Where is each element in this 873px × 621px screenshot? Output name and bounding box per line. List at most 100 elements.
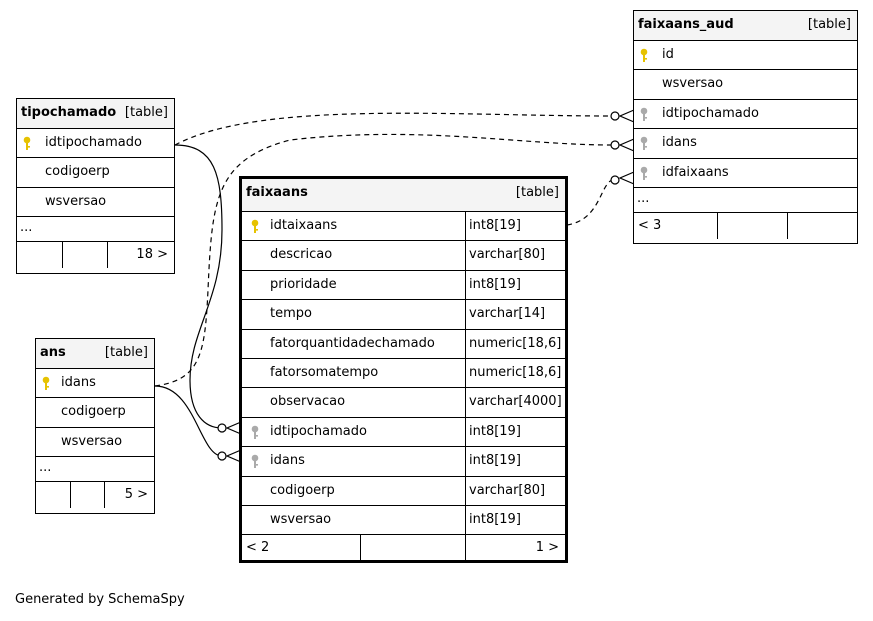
foreign-key-icon bbox=[251, 425, 259, 439]
column-row[interactable]: descricao varchar[80] bbox=[242, 241, 565, 271]
foreign-key-icon bbox=[251, 454, 259, 469]
parent-count[interactable]: 5 > bbox=[124, 487, 148, 503]
column-name: fatorsomatempo bbox=[270, 364, 379, 380]
table-name: faixaans bbox=[246, 185, 308, 200]
parent-count[interactable]: 18 > bbox=[136, 247, 168, 263]
column-name: idtipochamado bbox=[270, 423, 367, 439]
table-header: faixaans [table] bbox=[242, 179, 565, 212]
column-name: idans bbox=[662, 135, 697, 151]
column-name: wsversao bbox=[270, 511, 332, 527]
table-name: ans bbox=[40, 345, 66, 360]
column-name: idtipochamado bbox=[45, 135, 142, 150]
table-name: tipochamado bbox=[21, 105, 117, 120]
table-type: [table] bbox=[124, 105, 168, 120]
link-tipochamado-aud bbox=[174, 112, 613, 146]
column-type: int8[19] bbox=[465, 417, 565, 447]
endpoint-faixaans-idans bbox=[217, 449, 242, 463]
table-type: [table] bbox=[104, 345, 148, 360]
column-row[interactable]: codigoerp bbox=[36, 398, 154, 428]
column-type: int8[19] bbox=[465, 447, 565, 476]
table-footer: < 3 bbox=[634, 212, 857, 239]
endpoint-aud-idtipochamado bbox=[610, 109, 635, 123]
column-row[interactable]: wsversao bbox=[36, 428, 154, 458]
column-name: prioridade bbox=[270, 276, 337, 292]
column-name: wsversao bbox=[662, 76, 724, 92]
table-tipochamado[interactable]: tipochamado [table] idtipochamado codigo… bbox=[16, 98, 175, 274]
column-type: numeric[18,6] bbox=[465, 358, 565, 388]
table-header: ans [table] bbox=[36, 339, 154, 369]
link-tipochamado-faixaans bbox=[174, 144, 223, 429]
column-name: idtipochamado bbox=[662, 105, 759, 121]
column-row[interactable]: prioridade int8[19] bbox=[242, 270, 565, 301]
child-count[interactable]: < 2 bbox=[246, 540, 270, 556]
column-name: wsversao bbox=[45, 193, 107, 209]
column-row[interactable]: idtipochamado bbox=[17, 129, 174, 159]
table-header: tipochamado [table] bbox=[17, 99, 174, 129]
column-row[interactable]: id bbox=[634, 41, 857, 71]
column-row[interactable]: idans bbox=[36, 369, 154, 399]
more-columns[interactable]: ... bbox=[634, 188, 857, 213]
column-type: varchar[4000] bbox=[465, 388, 565, 417]
column-type: int8[19] bbox=[465, 505, 565, 535]
column-row[interactable]: idans bbox=[634, 129, 857, 159]
link-ans-aud bbox=[154, 133, 613, 387]
column-row[interactable]: idans int8[19] bbox=[242, 447, 565, 477]
foreign-key-icon bbox=[640, 107, 648, 121]
primary-key-icon bbox=[42, 376, 50, 390]
column-type: int8[19] bbox=[465, 212, 565, 241]
table-header: faixaans_aud [table] bbox=[634, 11, 857, 41]
table-type: [table] bbox=[807, 17, 851, 32]
column-type: varchar[80] bbox=[465, 241, 565, 270]
column-name: idtaixaans bbox=[270, 218, 338, 233]
column-row[interactable]: wsversao int8[19] bbox=[242, 505, 565, 536]
column-name: wsversao bbox=[61, 433, 123, 449]
column-name: descricao bbox=[270, 247, 333, 263]
more-columns[interactable]: ... bbox=[36, 457, 154, 483]
table-footer: 5 > bbox=[36, 482, 154, 509]
column-row[interactable]: wsversao bbox=[17, 188, 174, 218]
column-row[interactable]: idtipochamado bbox=[634, 100, 857, 130]
column-name: observacao bbox=[270, 394, 346, 410]
table-footer: 18 > bbox=[17, 242, 174, 269]
foreign-key-icon bbox=[640, 166, 648, 180]
column-name: idfaixaans bbox=[662, 164, 729, 180]
primary-key-icon bbox=[251, 219, 259, 233]
endpoint-faixaans-idtipochamado bbox=[217, 421, 242, 435]
column-name: codigoerp bbox=[270, 482, 335, 498]
column-name: idans bbox=[61, 375, 96, 390]
column-row[interactable]: observacao varchar[4000] bbox=[242, 388, 565, 418]
endpoint-aud-idans bbox=[610, 138, 635, 152]
endpoint-aud-idfaixaans bbox=[610, 171, 635, 185]
table-footer: < 2 1 > bbox=[242, 535, 565, 562]
column-row[interactable]: fatorsomatempo numeric[18,6] bbox=[242, 358, 565, 389]
more-columns[interactable]: ... bbox=[17, 217, 174, 243]
link-faixaans-aud bbox=[566, 179, 613, 226]
column-row[interactable]: idtipochamado int8[19] bbox=[242, 417, 565, 448]
column-name: codigoerp bbox=[61, 404, 126, 420]
table-type: [table] bbox=[515, 185, 559, 200]
column-type: int8[19] bbox=[465, 270, 565, 300]
column-row[interactable]: codigoerp bbox=[17, 158, 174, 188]
column-name: id bbox=[662, 47, 674, 62]
generated-by-label: Generated by SchemaSpy bbox=[15, 592, 185, 607]
table-ans[interactable]: ans [table] idans codigoerp wsversao ...… bbox=[35, 338, 155, 514]
parent-count[interactable]: 1 > bbox=[535, 540, 559, 556]
column-row[interactable]: fatorquantidadechamado numeric[18,6] bbox=[242, 329, 565, 359]
column-type: numeric[18,6] bbox=[465, 329, 565, 358]
column-name: codigoerp bbox=[45, 164, 110, 180]
column-type: varchar[14] bbox=[465, 300, 565, 329]
child-count[interactable]: < 3 bbox=[638, 217, 662, 233]
column-name: fatorquantidadechamado bbox=[270, 335, 435, 351]
column-name: idans bbox=[270, 453, 305, 469]
column-row[interactable]: idtaixaans int8[19] bbox=[242, 212, 565, 242]
table-faixaans-aud[interactable]: faixaans_aud [table] id wsversao idtipoc… bbox=[633, 10, 858, 244]
column-name: tempo bbox=[270, 306, 312, 322]
column-row[interactable]: idfaixaans bbox=[634, 159, 857, 188]
foreign-key-icon bbox=[640, 136, 648, 151]
column-row[interactable]: tempo varchar[14] bbox=[242, 300, 565, 330]
column-row[interactable]: wsversao bbox=[634, 70, 857, 100]
